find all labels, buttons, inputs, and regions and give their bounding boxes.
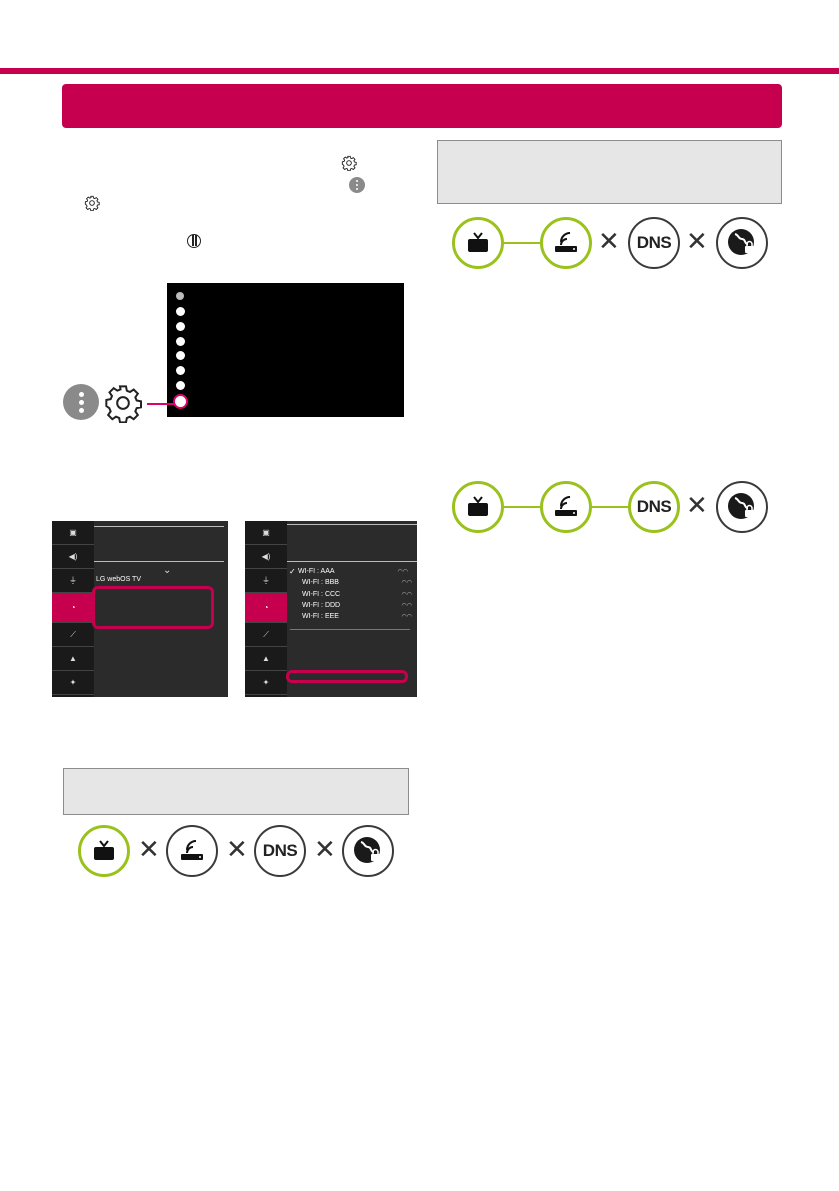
channels-icon[interactable]: ⏚ <box>52 569 94 593</box>
channels-icon[interactable]: ⏚ <box>245 569 287 593</box>
tv-icon <box>78 825 130 877</box>
router-icon <box>540 481 592 533</box>
divider <box>287 561 417 562</box>
divider <box>94 561 224 562</box>
safety-icon[interactable]: ▲ <box>52 647 94 671</box>
all-settings-highlight[interactable] <box>173 394 188 409</box>
other-network-settings-highlight[interactable] <box>286 670 408 683</box>
divider <box>290 629 410 630</box>
close-icon[interactable] <box>176 292 184 300</box>
menu-dot[interactable] <box>176 381 185 390</box>
connected-line <box>504 506 540 508</box>
divider <box>94 526 224 527</box>
disconnected-cross-icon: ✕ <box>686 491 708 521</box>
dns-icon: DNS <box>628 481 680 533</box>
disconnected-cross-icon: ✕ <box>314 835 336 865</box>
disconnected-cross-icon: ✕ <box>138 835 160 865</box>
top-rule <box>0 68 839 74</box>
disconnected-cross-icon: ✕ <box>598 227 620 257</box>
network-settings-window: ▣ ◀) ⏚ ◔ ⟋ ▲ ✦ ⌄ LG webOS TV <box>52 521 228 697</box>
settings-sidebar: ▣ ◀) ⏚ ◔ ⟋ ▲ ✦ <box>245 521 287 697</box>
disconnected-cross-icon: ✕ <box>226 835 248 865</box>
accessibility-icon[interactable]: ✦ <box>52 671 94 695</box>
more-options-button-icon <box>63 384 99 420</box>
internet-globe-icon <box>716 481 768 533</box>
pointer-line <box>147 403 175 405</box>
router-icon <box>166 825 218 877</box>
wired-connection-highlight[interactable] <box>92 586 214 629</box>
network-icon[interactable]: ◔ <box>52 593 94 623</box>
menu-dot[interactable] <box>176 307 185 316</box>
wifi-signal-icon: ◠◠ <box>401 603 412 609</box>
tv-icon <box>452 481 504 533</box>
picture-icon[interactable]: ▣ <box>245 521 287 545</box>
wifi-signal-icon: ◠◠ <box>397 569 408 575</box>
wifi-signal-icon: ◠◠ <box>401 580 412 586</box>
wifi-signal-icon: ◠◠ <box>401 614 412 620</box>
connected-line <box>504 242 540 244</box>
wifi-settings-window: ▣ ◀) ⏚ ◔ ⟋ ▲ ✦ ✓ WI-FI : AAA◠◠ WI-FI : B… <box>245 521 417 697</box>
router-icon <box>540 217 592 269</box>
settings-icon <box>341 155 357 171</box>
note-box <box>437 140 782 204</box>
settings-sidebar: ▣ ◀) ⏚ ◔ ⟋ ▲ ✦ <box>52 521 94 697</box>
device-name-label: LG webOS TV <box>96 576 142 583</box>
accessibility-icon[interactable]: ✦ <box>245 671 287 695</box>
divider <box>287 524 417 525</box>
section-title-banner <box>62 84 782 128</box>
dns-icon: DNS <box>628 217 680 269</box>
menu-dot[interactable] <box>176 322 185 331</box>
internet-globe-icon <box>716 217 768 269</box>
settings-button-icon <box>105 385 142 423</box>
connection-status-diagram: DNS ✕ <box>452 481 772 533</box>
connection-status-diagram: ✕ DNS ✕ <box>452 217 772 269</box>
more-options-icon <box>349 177 365 193</box>
menu-dot[interactable] <box>176 351 185 360</box>
sound-icon[interactable]: ◀) <box>245 545 287 569</box>
picture-icon[interactable]: ▣ <box>52 521 94 545</box>
general-icon[interactable]: ⟋ <box>245 623 287 647</box>
connected-line <box>592 506 628 508</box>
wifi-network-item[interactable]: WI-FI : AAA◠◠ <box>298 568 408 575</box>
checkmark-icon: ✓ <box>289 567 296 576</box>
general-icon[interactable]: ⟋ <box>52 623 94 647</box>
wifi-network-item[interactable]: WI-FI : DDD◠◠ <box>302 602 412 609</box>
safety-icon[interactable]: ▲ <box>245 647 287 671</box>
settings-icon-small <box>84 195 100 211</box>
sound-icon[interactable]: ◀) <box>52 545 94 569</box>
quick-settings-menu <box>167 283 404 417</box>
network-icon[interactable]: ◔ <box>245 593 287 623</box>
wifi-network-item[interactable]: WI-FI : EEE◠◠ <box>302 613 412 620</box>
all-settings-icon <box>187 234 201 248</box>
menu-dot[interactable] <box>176 337 185 346</box>
internet-globe-icon <box>342 825 394 877</box>
wifi-network-item[interactable]: WI-FI : CCC◠◠ <box>302 591 412 598</box>
note-box <box>63 768 409 815</box>
chevron-down-icon[interactable]: ⌄ <box>163 565 172 576</box>
menu-dot[interactable] <box>176 366 185 375</box>
wifi-signal-icon: ◠◠ <box>401 592 412 598</box>
tv-icon <box>452 217 504 269</box>
wifi-network-item[interactable]: WI-FI : BBB◠◠ <box>302 579 412 586</box>
disconnected-cross-icon: ✕ <box>686 227 708 257</box>
dns-icon: DNS <box>254 825 306 877</box>
connection-status-diagram: ✕ ✕ DNS ✕ <box>78 825 398 877</box>
